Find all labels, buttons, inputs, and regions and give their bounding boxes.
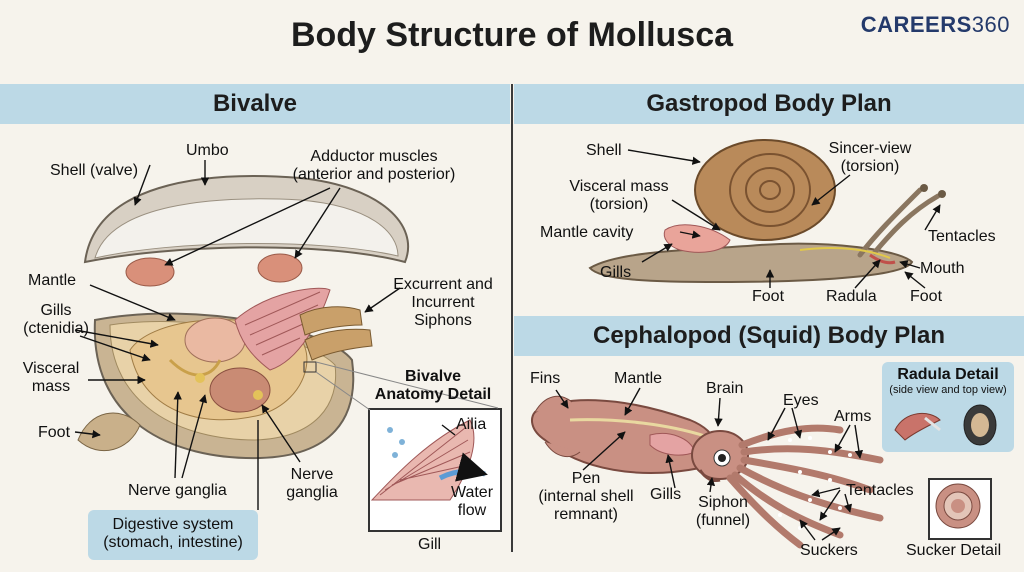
label-gills-line2: (ctenidia) [23, 320, 89, 337]
digestive-label-box [88, 510, 258, 560]
label-detail-title-line2: Anatomy Detail [374, 386, 492, 403]
label-mantle-cavity: Mantle cavity [540, 224, 634, 241]
gastropod-pointers [627, 149, 941, 289]
label-siphon: Siphon (funnel) [690, 494, 756, 530]
page-title: Body Structure of Mollusca [290, 16, 734, 54]
label-siphons-line2: Incurrent [411, 294, 475, 311]
gastropod-illustration [588, 139, 946, 284]
label-mantle: Mantle [28, 272, 77, 289]
label-pen-line3: remnant) [553, 506, 619, 523]
label-sincer-line1: Sincer-view [828, 140, 912, 157]
section-bivalve: Bivalve [0, 84, 510, 124]
label-visceral-line1: Visceral [22, 360, 80, 377]
label-gastropod-foot-1: Foot [752, 288, 785, 305]
label-nerve-line2: ganglia [286, 484, 338, 501]
label-gastropod-visceral-mass: Visceral mass (torsion) [560, 178, 678, 214]
label-gill: Gill [418, 536, 442, 553]
label-siphon-line1: Siphon [698, 494, 748, 511]
label-radula: Radula [826, 288, 877, 305]
label-adductor-muscles: Adductor muscles (anterior and posterior… [284, 148, 464, 184]
label-tentacles-gastropod: Tentacles [928, 228, 996, 245]
bivalve-illustration [77, 175, 499, 501]
label-nerve-line1: Nerve [290, 466, 334, 483]
label-nerve-ganglia: Nerve ganglia [128, 482, 227, 499]
label-mouth: Mouth [920, 260, 965, 277]
label-suckers: Suckers [800, 542, 858, 559]
label-gastropod-gills: Gills [600, 264, 632, 281]
label-water-flow: Water flow [448, 484, 496, 520]
label-siphons-line1: Excurrent and [393, 276, 493, 293]
label-gastropod-visceral-line2: (torsion) [589, 196, 649, 213]
label-detail-title-line1: Bivalve [404, 368, 462, 385]
label-adductor-line2: (anterior and posterior) [292, 166, 456, 183]
cephalopod-pointers [555, 387, 864, 541]
label-gastropod-shell: Shell [586, 142, 622, 159]
label-sucker-detail: Sucker Detail [906, 542, 1002, 559]
label-pen-line2: (internal shell [538, 488, 634, 505]
label-siphons-line3: Siphons [414, 312, 472, 329]
label-anatomy-detail-title: Bivalve Anatomy Detail [368, 368, 498, 404]
label-radula-detail: Radula Detail [897, 366, 999, 383]
label-digestive-line1: Digestive system [112, 516, 234, 533]
label-radula-detail-sub: (side view and top view) [889, 384, 1007, 396]
label-squid-mantle: Mantle [614, 370, 663, 387]
label-gastropod-foot-2: Foot [910, 288, 943, 305]
label-squid-tentacles: Tentacles [846, 482, 914, 499]
label-ailia: Ailia [456, 416, 487, 433]
section-divider [511, 84, 513, 552]
label-siphon-line2: (funnel) [695, 512, 751, 529]
label-sincer-view: Sincer-view (torsion) [818, 140, 922, 176]
label-water-line2: flow [457, 502, 487, 519]
label-fins: Fins [530, 370, 561, 387]
label-squid-gills: Gills [650, 486, 682, 503]
label-visceral-line2: mass [31, 378, 71, 395]
brand-logo: CAREERS360 [861, 12, 1010, 38]
label-pen-line1: Pen [571, 470, 601, 487]
label-eyes: Eyes [783, 392, 819, 409]
label-digestive-line2: (stomach, intestine) [103, 534, 243, 551]
label-brain: Brain [706, 380, 744, 397]
label-adductor-line1: Adductor muscles [310, 148, 438, 165]
label-water-line1: Water [450, 484, 494, 501]
brand-number: 360 [971, 12, 1010, 37]
label-pen: Pen (internal shell remnant) [526, 470, 646, 524]
label-nerve-ganglia-2: Nerve ganglia [280, 466, 344, 502]
label-digestive-system: Digestive system (stomach, intestine) [88, 516, 258, 552]
label-visceral-mass: Visceral mass [16, 360, 86, 396]
section-gastropod: Gastropod Body Plan [514, 84, 1024, 124]
label-siphons: Excurrent and Incurrent Siphons [384, 276, 502, 330]
label-gills-ctenidia: Gills (ctenidia) [16, 302, 96, 338]
label-gastropod-visceral-line1: Visceral mass [569, 178, 669, 195]
brand-main: CAREERS [860, 12, 972, 37]
section-cephalopod: Cephalopod (Squid) Body Plan [514, 316, 1024, 356]
label-sincer-line2: (torsion) [840, 158, 900, 175]
label-umbo: Umbo [186, 142, 229, 159]
label-foot: Foot [38, 424, 71, 441]
label-shell-valve: Shell (valve) [50, 162, 139, 179]
label-gills-line1: Gills [40, 302, 72, 319]
label-arms: Arms [834, 408, 872, 425]
bivalve-pointers [74, 160, 456, 510]
